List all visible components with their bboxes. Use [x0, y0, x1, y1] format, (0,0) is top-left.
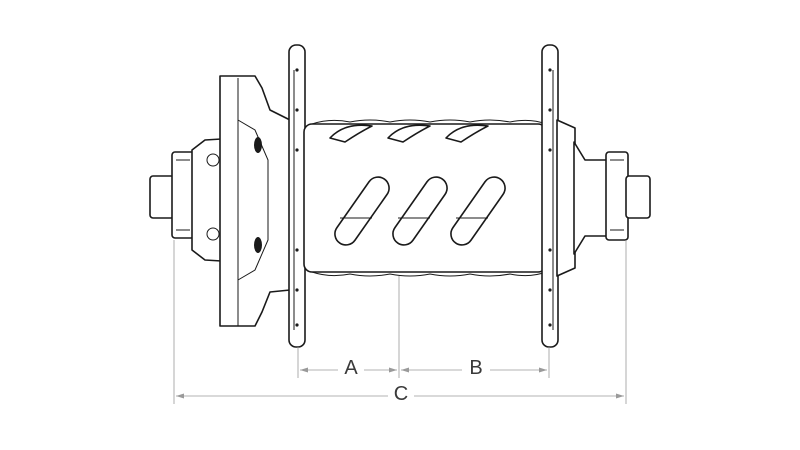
dimension-b	[401, 367, 547, 373]
window-slot	[334, 176, 390, 246]
window-slot	[392, 176, 448, 246]
window-slot	[450, 176, 506, 246]
dimension-label-b: B	[469, 357, 482, 379]
right-flange	[541, 44, 559, 348]
disc-mount-flange	[219, 75, 291, 327]
left-flange	[288, 44, 306, 348]
bolt-hole-top	[254, 137, 262, 153]
window-slots	[334, 176, 506, 246]
dimension-c	[176, 393, 624, 399]
dimension-label-a: A	[344, 357, 358, 379]
dimension-label-c: C	[394, 383, 408, 405]
right-end-cap	[556, 119, 651, 277]
dimension-a	[300, 367, 397, 373]
bolt-hole-bottom	[254, 237, 262, 253]
dimension-lines	[173, 240, 627, 404]
top-spiral-grooves	[329, 124, 489, 143]
left-axle-end	[149, 151, 195, 239]
